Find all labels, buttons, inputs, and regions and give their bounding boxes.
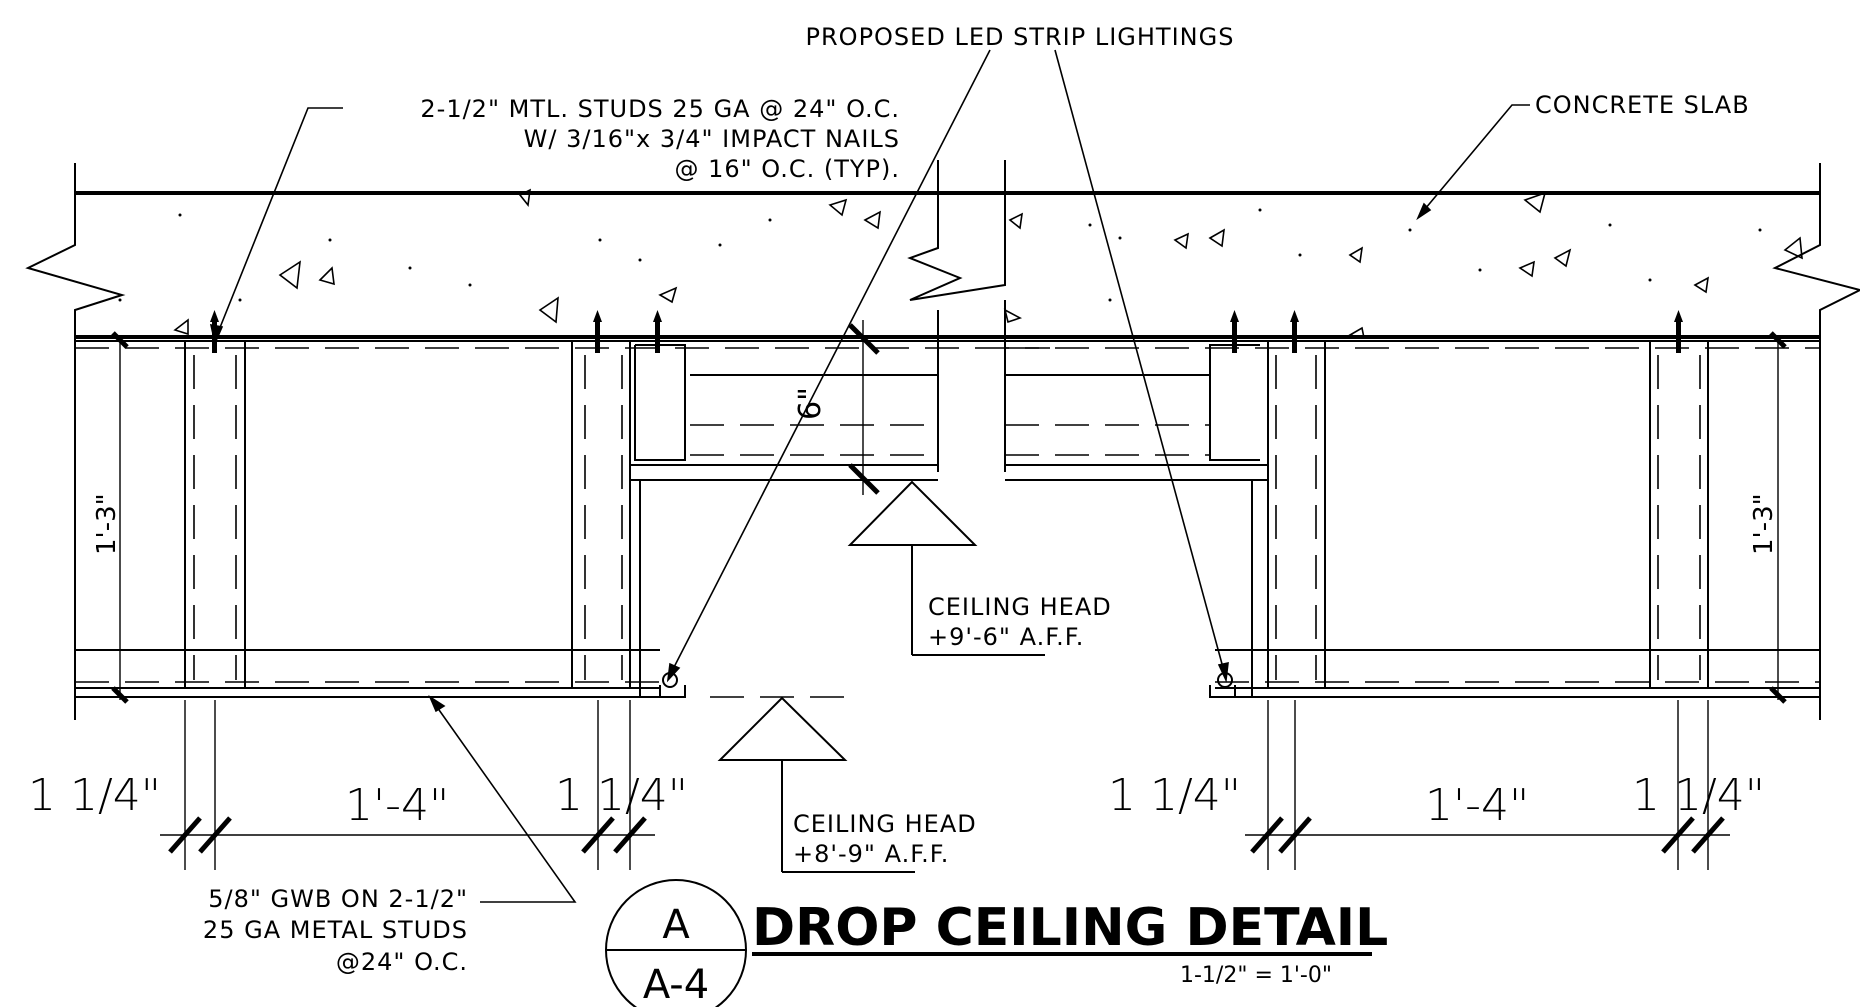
leaders xyxy=(209,49,1530,903)
detail-letter: A xyxy=(662,902,690,948)
ceiling-head-lower-elevation: +8'-9" A.F.F. xyxy=(793,840,949,868)
gwb-note-line2: 25 GA METAL STUDS xyxy=(203,916,468,944)
dim-left-b: 1 1/4" xyxy=(555,770,688,821)
ceiling-head-upper-symbol xyxy=(847,480,1045,656)
ceiling-head-lower-symbol xyxy=(717,696,915,873)
dimensions xyxy=(111,320,1787,870)
detail-title: DROP CEILING DETAIL xyxy=(752,898,1388,958)
dim-left-span: 1'-4" xyxy=(345,780,449,831)
dim-step: 6" xyxy=(793,387,828,420)
ceiling-head-upper-elevation: +9'-6" A.F.F. xyxy=(928,623,1084,651)
left-frame xyxy=(74,337,1050,720)
led-note: PROPOSED LED STRIP LIGHTINGS xyxy=(806,23,1235,51)
studs-note-line3: @ 16" O.C. (TYP). xyxy=(674,155,900,183)
dim-right-span: 1'-4" xyxy=(1425,780,1529,831)
sheet-number: A-4 xyxy=(643,962,709,1007)
concrete-slab-note: CONCRETE SLAB xyxy=(1535,91,1750,119)
concrete-dots xyxy=(118,208,1762,302)
dim-left-a: 1 1/4" xyxy=(28,770,161,821)
gwb-note-line3: @24" O.C. xyxy=(336,948,468,976)
concrete-aggregate-hatch xyxy=(173,188,1803,340)
detail-callout xyxy=(605,879,747,1007)
gwb-note-line1: 5/8" GWB ON 2-1/2" xyxy=(208,885,468,913)
ceiling-head-upper-label: CEILING HEAD xyxy=(928,593,1112,621)
impact-nails xyxy=(210,310,1683,353)
detail-scale: 1-1/2" = 1'-0" xyxy=(1180,963,1332,988)
right-frame xyxy=(1005,337,1821,720)
studs-note-line1: 2-1/2" MTL. STUDS 25 GA @ 24" O.C. xyxy=(420,95,900,123)
dim-height-right: 1'-3" xyxy=(1749,493,1779,555)
concrete-slab xyxy=(25,160,1860,472)
dim-right-b: 1 1/4" xyxy=(1632,770,1765,821)
studs-note-line2: W/ 3/16"x 3/4" IMPACT NAILS xyxy=(524,125,900,153)
dim-height-left: 1'-3" xyxy=(92,493,122,555)
dim-right-a: 1 1/4" xyxy=(1108,770,1241,821)
ceiling-head-lower-label: CEILING HEAD xyxy=(793,810,977,838)
